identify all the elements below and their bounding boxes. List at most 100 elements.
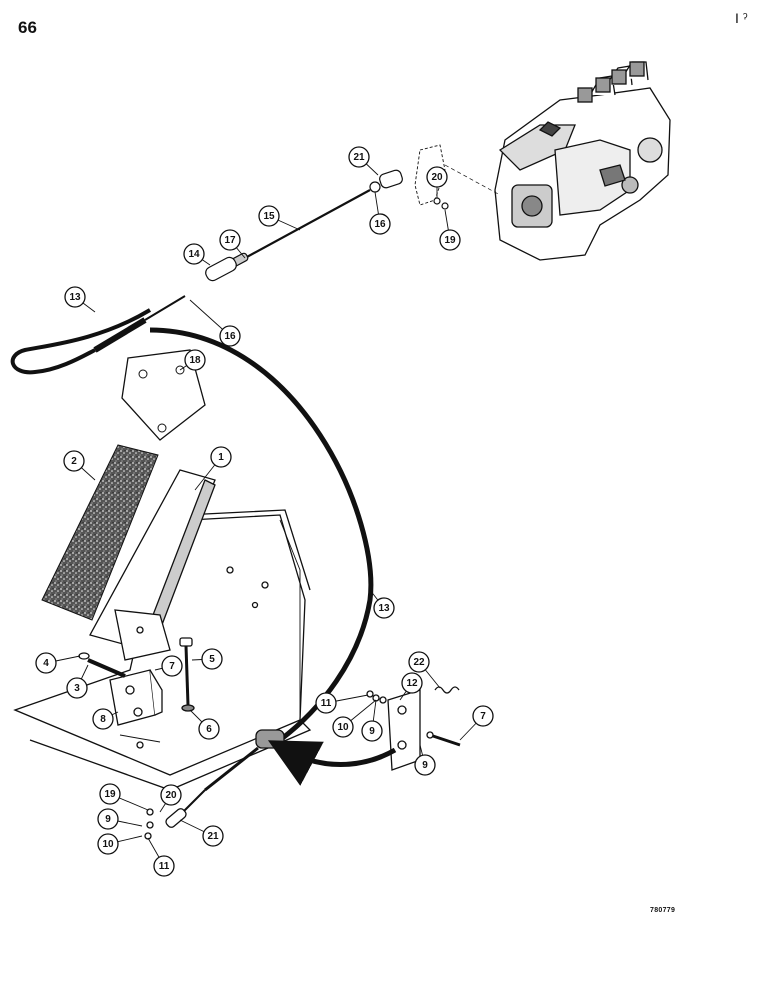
callout-number: 10: [102, 839, 114, 850]
callout-number: 20: [165, 790, 177, 801]
callout-5: 5: [201, 648, 223, 670]
callout-4: 4: [35, 652, 57, 674]
callout-20: 20: [426, 166, 448, 188]
callout-balloon: [202, 825, 224, 847]
callout-17: 17: [219, 229, 241, 251]
callout-balloon: [414, 754, 436, 776]
corner-mark: I ˀ: [735, 10, 748, 26]
callout-10: 10: [97, 833, 119, 855]
callout-balloon: [66, 677, 88, 699]
callout-22: 22: [408, 651, 430, 673]
callout-balloon: [97, 833, 119, 855]
callout-number: 5: [209, 654, 215, 665]
callout-balloon: [183, 243, 205, 265]
callout-7: 7: [472, 705, 494, 727]
callout-number: 22: [413, 657, 425, 668]
installation-arrow: [267, 740, 397, 786]
callout-balloon: [426, 166, 448, 188]
callout-11: 11: [153, 855, 175, 877]
callout-9: 9: [414, 754, 436, 776]
callout-12: 12: [401, 672, 423, 694]
callout-number: 7: [169, 661, 175, 672]
callout-number: 14: [188, 249, 200, 260]
callout-balloon: [472, 705, 494, 727]
callout-number: 2: [71, 456, 77, 467]
callout-15: 15: [258, 205, 280, 227]
callout-balloon: [153, 855, 175, 877]
callout-19: 19: [99, 783, 121, 805]
callout-balloon: [373, 597, 395, 619]
callout-16: 16: [369, 213, 391, 235]
injection-pump: [494, 61, 671, 261]
callout-balloon: [97, 808, 119, 830]
callout-number: 11: [321, 698, 332, 709]
lower-cable-end: [144, 729, 285, 840]
callout-7: 7: [161, 655, 183, 677]
grip-strip: [41, 444, 159, 621]
callout-1: 1: [210, 446, 232, 468]
callout-6: 6: [198, 718, 220, 740]
throttle-pedal: [89, 469, 216, 661]
callout-number: 20: [431, 172, 443, 183]
callout-number: 8: [100, 714, 106, 725]
callout-balloon: [63, 450, 85, 472]
callout-balloon: [315, 692, 337, 714]
callout-14: 14: [183, 243, 205, 265]
callout-balloon: [64, 286, 86, 308]
callout-number: 15: [263, 211, 275, 222]
callout-number: 13: [378, 603, 390, 614]
callout-number: 12: [406, 678, 418, 689]
callout-balloon: [219, 325, 241, 347]
callout-number: 4: [43, 658, 49, 669]
callout-balloon: [161, 655, 183, 677]
callout-balloon: [160, 784, 182, 806]
callout-number: 3: [74, 683, 80, 694]
callout-balloon: [258, 205, 280, 227]
upper-rod-assembly: [205, 169, 449, 282]
callout-number: 1: [218, 452, 224, 463]
callout-number: 11: [159, 861, 170, 872]
callout-21: 21: [348, 146, 370, 168]
callout-number: 21: [207, 831, 219, 842]
callout-balloon: [35, 652, 57, 674]
callout-balloon: [210, 446, 232, 468]
callout-number: 9: [105, 814, 111, 825]
page-number: 66: [18, 18, 37, 37]
callout-9: 9: [97, 808, 119, 830]
callout-19: 19: [439, 229, 461, 251]
callout-number: 6: [206, 724, 212, 735]
callout-9: 9: [361, 720, 383, 742]
callout-3: 3: [66, 677, 88, 699]
callout-number: 13: [69, 292, 81, 303]
callout-balloon: [439, 229, 461, 251]
callout-balloon: [369, 213, 391, 235]
callout-number: 9: [369, 726, 375, 737]
callout-balloon: [332, 716, 354, 738]
pedal-hinge-bracket: [78, 637, 195, 749]
callout-balloon: [361, 720, 383, 742]
callout-balloon: [184, 349, 206, 371]
callout-8: 8: [92, 708, 114, 730]
callout-number: 19: [104, 789, 116, 800]
callout-balloon: [99, 783, 121, 805]
callout-10: 10: [332, 716, 354, 738]
callout-number: 16: [374, 219, 386, 230]
callout-balloon: [348, 146, 370, 168]
callout-balloon: [219, 229, 241, 251]
callout-balloon: [198, 718, 220, 740]
callout-18: 18: [184, 349, 206, 371]
callout-13: 13: [373, 597, 395, 619]
callout-16: 16: [219, 325, 241, 347]
callout-number: 9: [422, 760, 428, 771]
callout-number: 16: [224, 331, 236, 342]
callout-number: 17: [224, 235, 236, 246]
callout-number: 19: [444, 235, 456, 246]
callout-number: 10: [337, 722, 349, 733]
callout-balloon: [408, 651, 430, 673]
callout-2: 2: [63, 450, 85, 472]
pump-lever-center-line: [444, 164, 501, 196]
callout-21: 21: [202, 825, 224, 847]
callout-13: 13: [64, 286, 86, 308]
figure-id: 780779: [650, 907, 676, 914]
